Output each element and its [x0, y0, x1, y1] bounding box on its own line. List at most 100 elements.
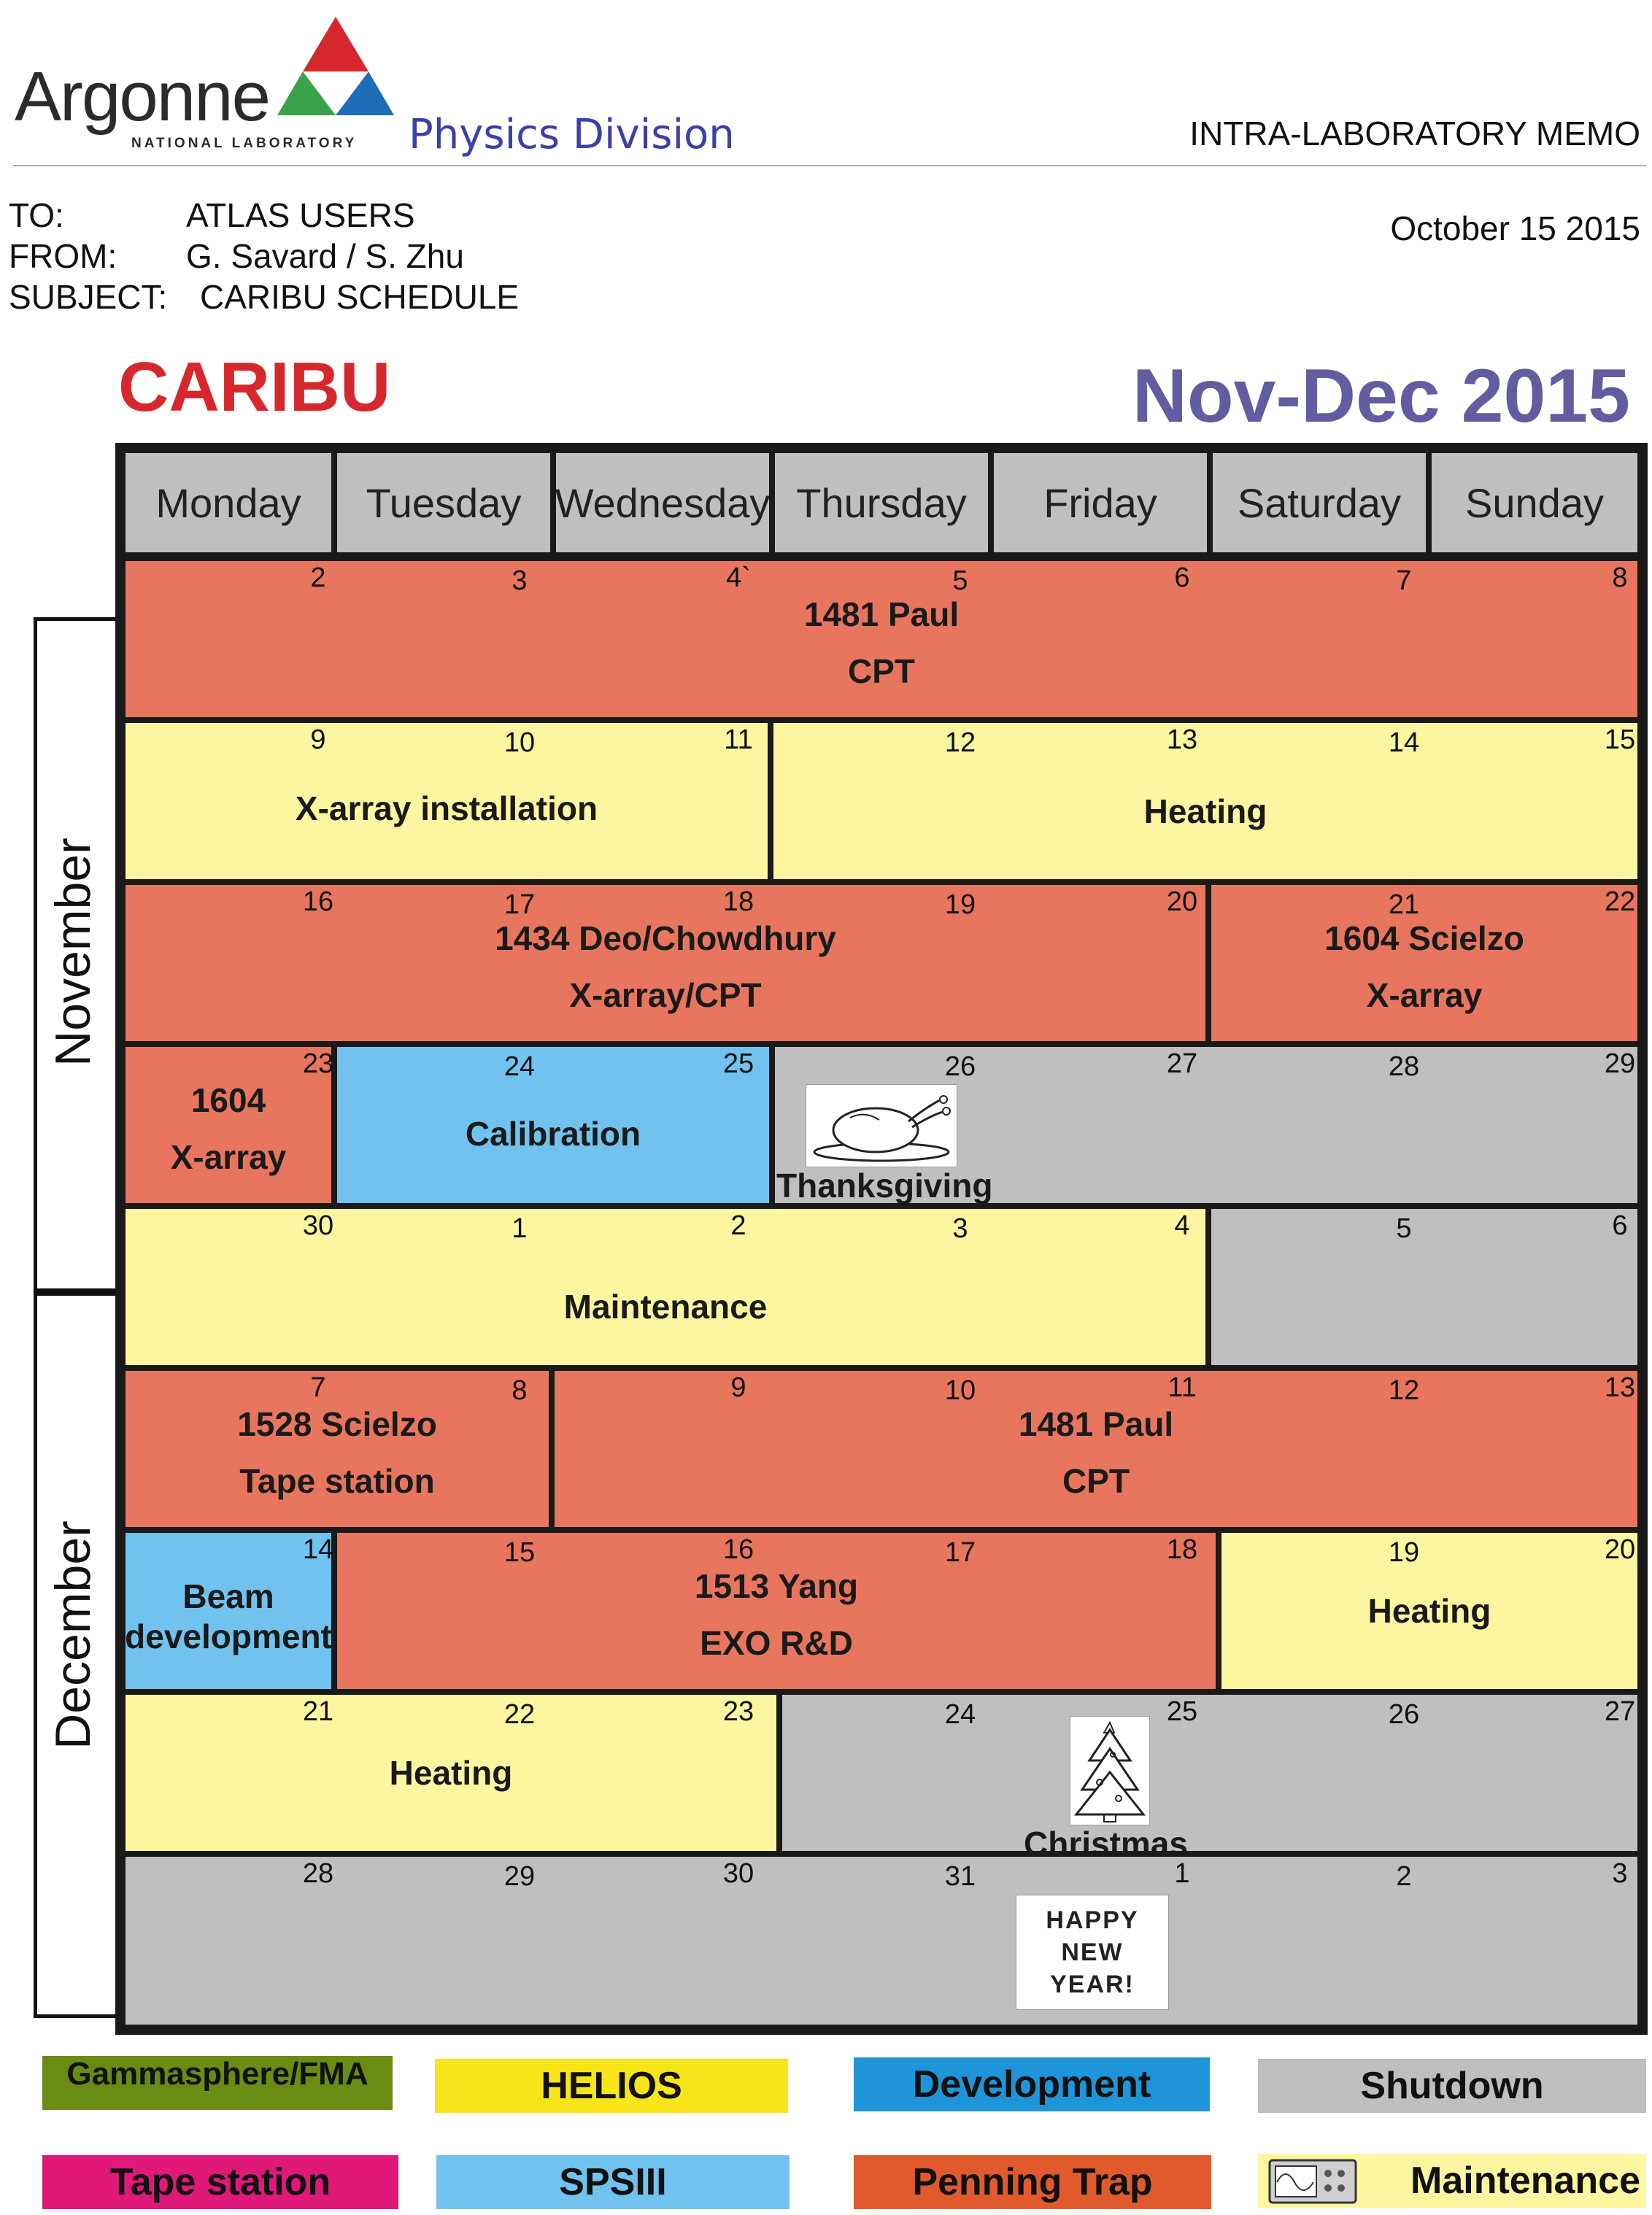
- day-number: 20: [1604, 1534, 1636, 1565]
- dayhead-wednesday: Wednesday: [555, 453, 770, 552]
- christmas-tree-image: [1070, 1716, 1150, 1825]
- legend-spsiii: SPSIII: [436, 2155, 790, 2209]
- new-year-image: HAPPY NEW YEAR!: [1016, 1895, 1169, 2010]
- block-w8b: [782, 1695, 1637, 1851]
- day-number: 17: [503, 889, 536, 920]
- day-number: 15: [503, 1537, 536, 1568]
- period-title: Nov-Dec 2015: [1132, 354, 1630, 438]
- dayhead-saturday: Saturday: [1213, 453, 1426, 552]
- day-number: 21: [302, 1696, 334, 1727]
- day-number: 8: [512, 1375, 528, 1406]
- day-number: 25: [722, 1048, 754, 1079]
- legend-gammasphere-fma: Gammasphere/FMA: [42, 2056, 393, 2110]
- day-number: 6: [1174, 563, 1190, 593]
- day-number: 18: [1166, 1534, 1198, 1565]
- to-value: ATLAS USERS: [186, 196, 415, 234]
- day-number: 14: [302, 1534, 334, 1565]
- day-number: 7: [1396, 565, 1412, 596]
- christmas-tree-icon: [1073, 1720, 1146, 1822]
- dayhead-thursday: Thursday: [775, 453, 988, 552]
- dayhead-sunday: Sunday: [1432, 453, 1637, 552]
- day-number: 26: [944, 1051, 976, 1082]
- month-label-november: November: [45, 838, 101, 1067]
- day-number: 29: [1604, 1048, 1636, 1079]
- day-number: 12: [944, 727, 976, 758]
- day-number: 1: [512, 1213, 528, 1244]
- dayhead-friday: Friday: [994, 453, 1207, 552]
- day-number: 2: [310, 563, 326, 593]
- day-number: 26: [1388, 1699, 1420, 1730]
- day-number: 24: [944, 1699, 976, 1730]
- day-number: 19: [1388, 1537, 1420, 1568]
- day-number: 12: [1388, 1375, 1420, 1406]
- day-number: 13: [1604, 1372, 1636, 1403]
- day-number: 14: [1388, 727, 1420, 758]
- day-number: 9: [730, 1372, 746, 1403]
- memo-date: October 15 2015: [1390, 209, 1640, 247]
- from-label: FROM:: [9, 237, 117, 275]
- day-number: 2: [1396, 1861, 1412, 1892]
- day-number: 8: [1612, 563, 1628, 593]
- turkey-image: [806, 1084, 957, 1167]
- label-christmas: Christmas: [1024, 1825, 1188, 1863]
- day-number: 13: [1166, 724, 1198, 755]
- header-divider: [13, 165, 1646, 166]
- day-number: 28: [1388, 1051, 1420, 1082]
- day-number: 25: [1166, 1696, 1198, 1727]
- block-w5a: Maintenance: [126, 1209, 1205, 1365]
- day-number: 3: [512, 565, 528, 596]
- dayhead-monday: Monday: [126, 453, 331, 552]
- label-thanksgiving: Thanksgiving: [776, 1167, 993, 1205]
- block-w2b: Heating: [773, 723, 1637, 879]
- day-number: 18: [722, 886, 754, 917]
- argonne-triangle-icon: [277, 17, 394, 115]
- legend-maintenance: Maintenance: [1258, 2154, 1646, 2208]
- block-w4b: Calibration: [337, 1047, 769, 1203]
- block-w5b: [1211, 1209, 1637, 1365]
- day-number: 24: [503, 1051, 536, 1082]
- legend-tape-station: Tape station: [42, 2155, 398, 2209]
- from-value: G. Savard / S. Zhu: [186, 237, 464, 275]
- day-number: 9: [310, 724, 326, 755]
- day-number: 29: [503, 1861, 536, 1892]
- day-number: 11: [724, 724, 753, 755]
- memo-type: INTRA-LABORATORY MEMO: [1189, 115, 1640, 152]
- day-number: 19: [944, 889, 976, 920]
- block-w8a: Heating: [126, 1695, 776, 1851]
- legend-development: Development: [854, 2057, 1210, 2111]
- day-number: 16: [722, 1534, 754, 1565]
- logo-name: Argonne: [15, 58, 271, 136]
- legend-shutdown: Shutdown: [1258, 2059, 1646, 2113]
- turkey-icon: [813, 1095, 951, 1162]
- day-number: 23: [722, 1696, 754, 1727]
- new-year-text: HAPPY NEW YEAR!: [1046, 1906, 1139, 1999]
- month-label-december: December: [45, 1520, 101, 1750]
- day-number: 17: [944, 1537, 976, 1568]
- day-number: 4: [1174, 1210, 1190, 1241]
- dayhead-tuesday: Tuesday: [337, 453, 550, 552]
- day-number: 15: [1604, 724, 1636, 755]
- day-number: 5: [952, 565, 968, 596]
- logo-subtitle: NATIONAL LABORATORY: [131, 136, 358, 151]
- day-number: 27: [1166, 1048, 1198, 1079]
- day-number: 10: [944, 1375, 976, 1406]
- legend-penning-trap: Penning Trap: [854, 2155, 1211, 2209]
- day-number: 31: [944, 1861, 976, 1892]
- subject-value: CARIBU SCHEDULE: [200, 278, 520, 316]
- to-label: TO:: [9, 196, 64, 234]
- day-number: 11: [1167, 1372, 1197, 1403]
- legend-helios: HELIOS: [435, 2059, 788, 2113]
- oscilloscope-icon: [1268, 2159, 1357, 2204]
- day-number: 22: [1604, 886, 1636, 917]
- day-number: 3: [1612, 1858, 1628, 1889]
- day-number: 27: [1604, 1696, 1636, 1727]
- day-number: 22: [503, 1699, 536, 1730]
- day-number: 7: [310, 1372, 326, 1403]
- day-number: 23: [302, 1048, 334, 1079]
